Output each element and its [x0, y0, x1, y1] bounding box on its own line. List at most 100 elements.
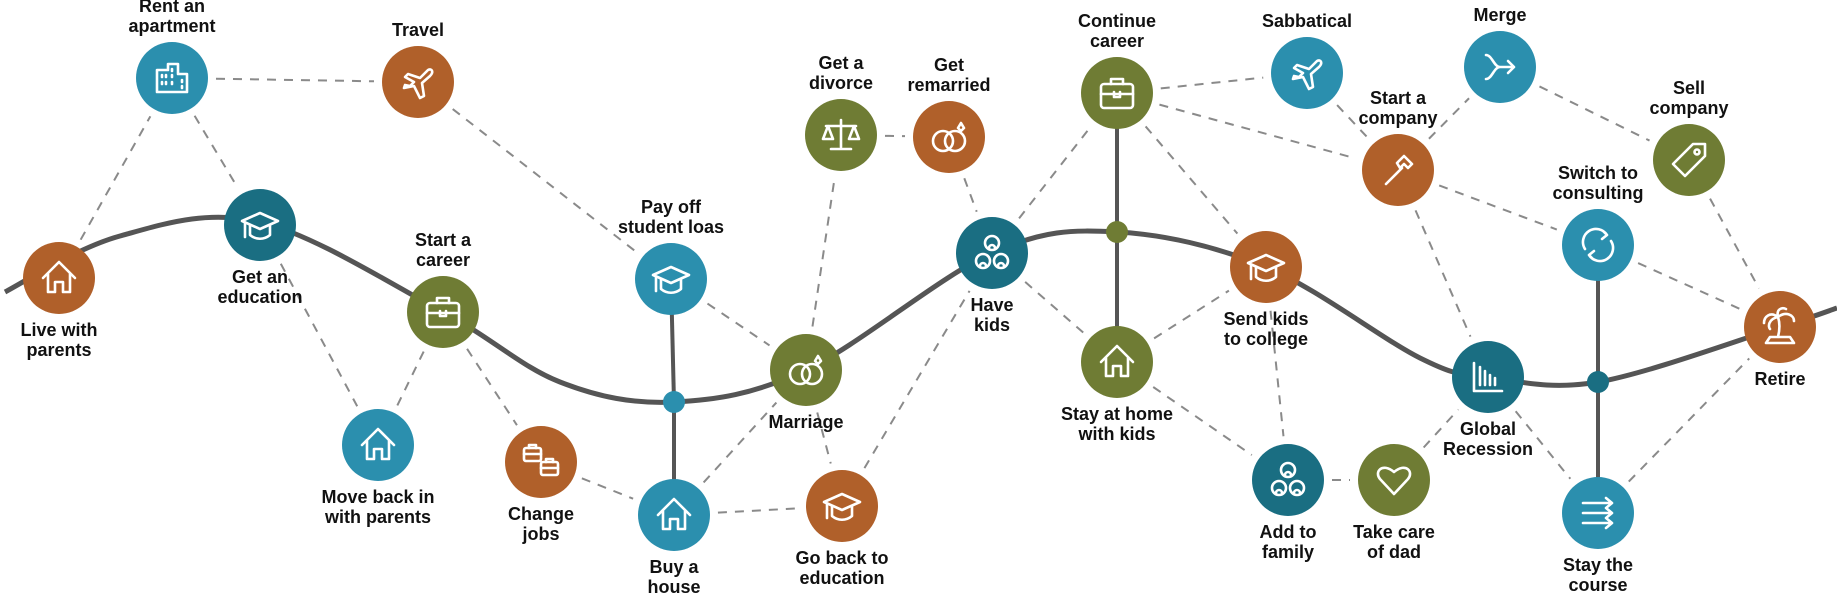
dashed-connector — [1336, 104, 1369, 139]
node-career — [407, 276, 479, 348]
label-line: divorce — [808, 73, 874, 93]
life-path-curve — [3, 214, 1837, 405]
node-company — [1362, 134, 1434, 206]
graduation-cap-icon — [240, 211, 280, 241]
label-line: Have — [970, 295, 1014, 315]
graduation-cap-icon — [1246, 253, 1286, 283]
label-line: company — [1649, 98, 1729, 118]
label-line: Change — [507, 504, 574, 524]
label-line: Start a — [1369, 88, 1427, 108]
graduation-cap-icon — [822, 492, 862, 522]
label-line: Take care — [1353, 522, 1435, 542]
node-jobs — [505, 426, 577, 498]
node-circle — [913, 101, 985, 173]
node-retire — [1744, 291, 1816, 363]
label-line: Rent an — [138, 0, 205, 16]
house-icon — [360, 427, 396, 461]
node-circle — [1362, 134, 1434, 206]
junction-dot — [663, 391, 685, 413]
node-course — [1562, 477, 1634, 549]
label-line: family — [1261, 542, 1315, 562]
dashed-connector — [1637, 262, 1741, 310]
node-consult — [1562, 209, 1634, 281]
node-label: Sabbatical — [1207, 11, 1407, 31]
graduation-cap-icon — [651, 265, 691, 295]
label-line: Start a — [414, 230, 472, 250]
dashed-connector — [1018, 127, 1091, 219]
building-icon — [155, 62, 189, 94]
house-icon — [1099, 344, 1135, 378]
arrows-right-icon — [1581, 496, 1614, 530]
label-line: Sabbatical — [1261, 11, 1353, 31]
house-icon — [656, 497, 692, 531]
people-icon — [1270, 461, 1306, 497]
label-line: Sell — [1672, 78, 1706, 98]
node-circle — [1081, 326, 1153, 398]
node-circle — [342, 409, 414, 481]
node-kids — [956, 217, 1028, 289]
label-line: Global — [1459, 419, 1516, 439]
label-line: remarried — [907, 75, 991, 95]
dashed-connector — [1422, 408, 1460, 449]
node-circle — [224, 189, 296, 261]
label-line: Get — [933, 55, 964, 75]
node-circle — [806, 470, 878, 542]
merge-arrow-icon — [1484, 53, 1516, 81]
node-circle — [635, 243, 707, 315]
dashed-connector — [1153, 289, 1230, 340]
briefcase-icon — [1099, 77, 1135, 110]
dashed-connector — [1144, 125, 1239, 235]
node-circle — [382, 46, 454, 118]
dashed-connector — [1709, 198, 1760, 289]
dashed-connector — [452, 108, 637, 253]
node-divorce — [805, 99, 877, 171]
dashed-connector — [717, 507, 799, 514]
node-circle — [1358, 444, 1430, 516]
dashed-connector — [702, 401, 778, 484]
label-line: parents — [26, 340, 92, 360]
node-live — [23, 242, 95, 314]
label-line: kids — [973, 315, 1011, 335]
dashed-connector — [79, 115, 152, 241]
label-line: with kids — [1078, 424, 1156, 444]
node-circle — [1653, 124, 1725, 196]
junction-dot — [1587, 371, 1609, 393]
tag-icon — [1671, 142, 1707, 178]
label-line: Travel — [391, 20, 445, 40]
node-circle — [638, 479, 710, 551]
label-line: Pay off — [640, 197, 701, 217]
dashed-connector — [1024, 281, 1085, 334]
node-circle — [1452, 341, 1524, 413]
junction-dot — [1106, 221, 1128, 243]
node-circle — [23, 242, 95, 314]
node-label: Marriage — [706, 412, 906, 432]
label-line: course — [1568, 575, 1628, 595]
node-house — [638, 479, 710, 551]
label-line: Live with — [20, 320, 98, 340]
dashed-connector — [1269, 310, 1285, 437]
label-line: Buy a — [649, 557, 699, 577]
node-circle — [1230, 231, 1302, 303]
label-line: education — [217, 287, 303, 307]
palm-tree-icon — [1762, 306, 1796, 345]
label-line: Recession — [1442, 439, 1534, 459]
node-sell — [1653, 124, 1725, 196]
label-line: Stay the — [1562, 555, 1634, 575]
node-sabbatical — [1271, 37, 1343, 109]
label-line: Get an — [231, 267, 288, 287]
dashed-connector — [706, 302, 771, 347]
label-line: career — [415, 250, 471, 270]
dashed-connector — [1628, 357, 1750, 483]
label-line: Go back to — [795, 548, 889, 568]
dashed-connector — [963, 177, 978, 213]
